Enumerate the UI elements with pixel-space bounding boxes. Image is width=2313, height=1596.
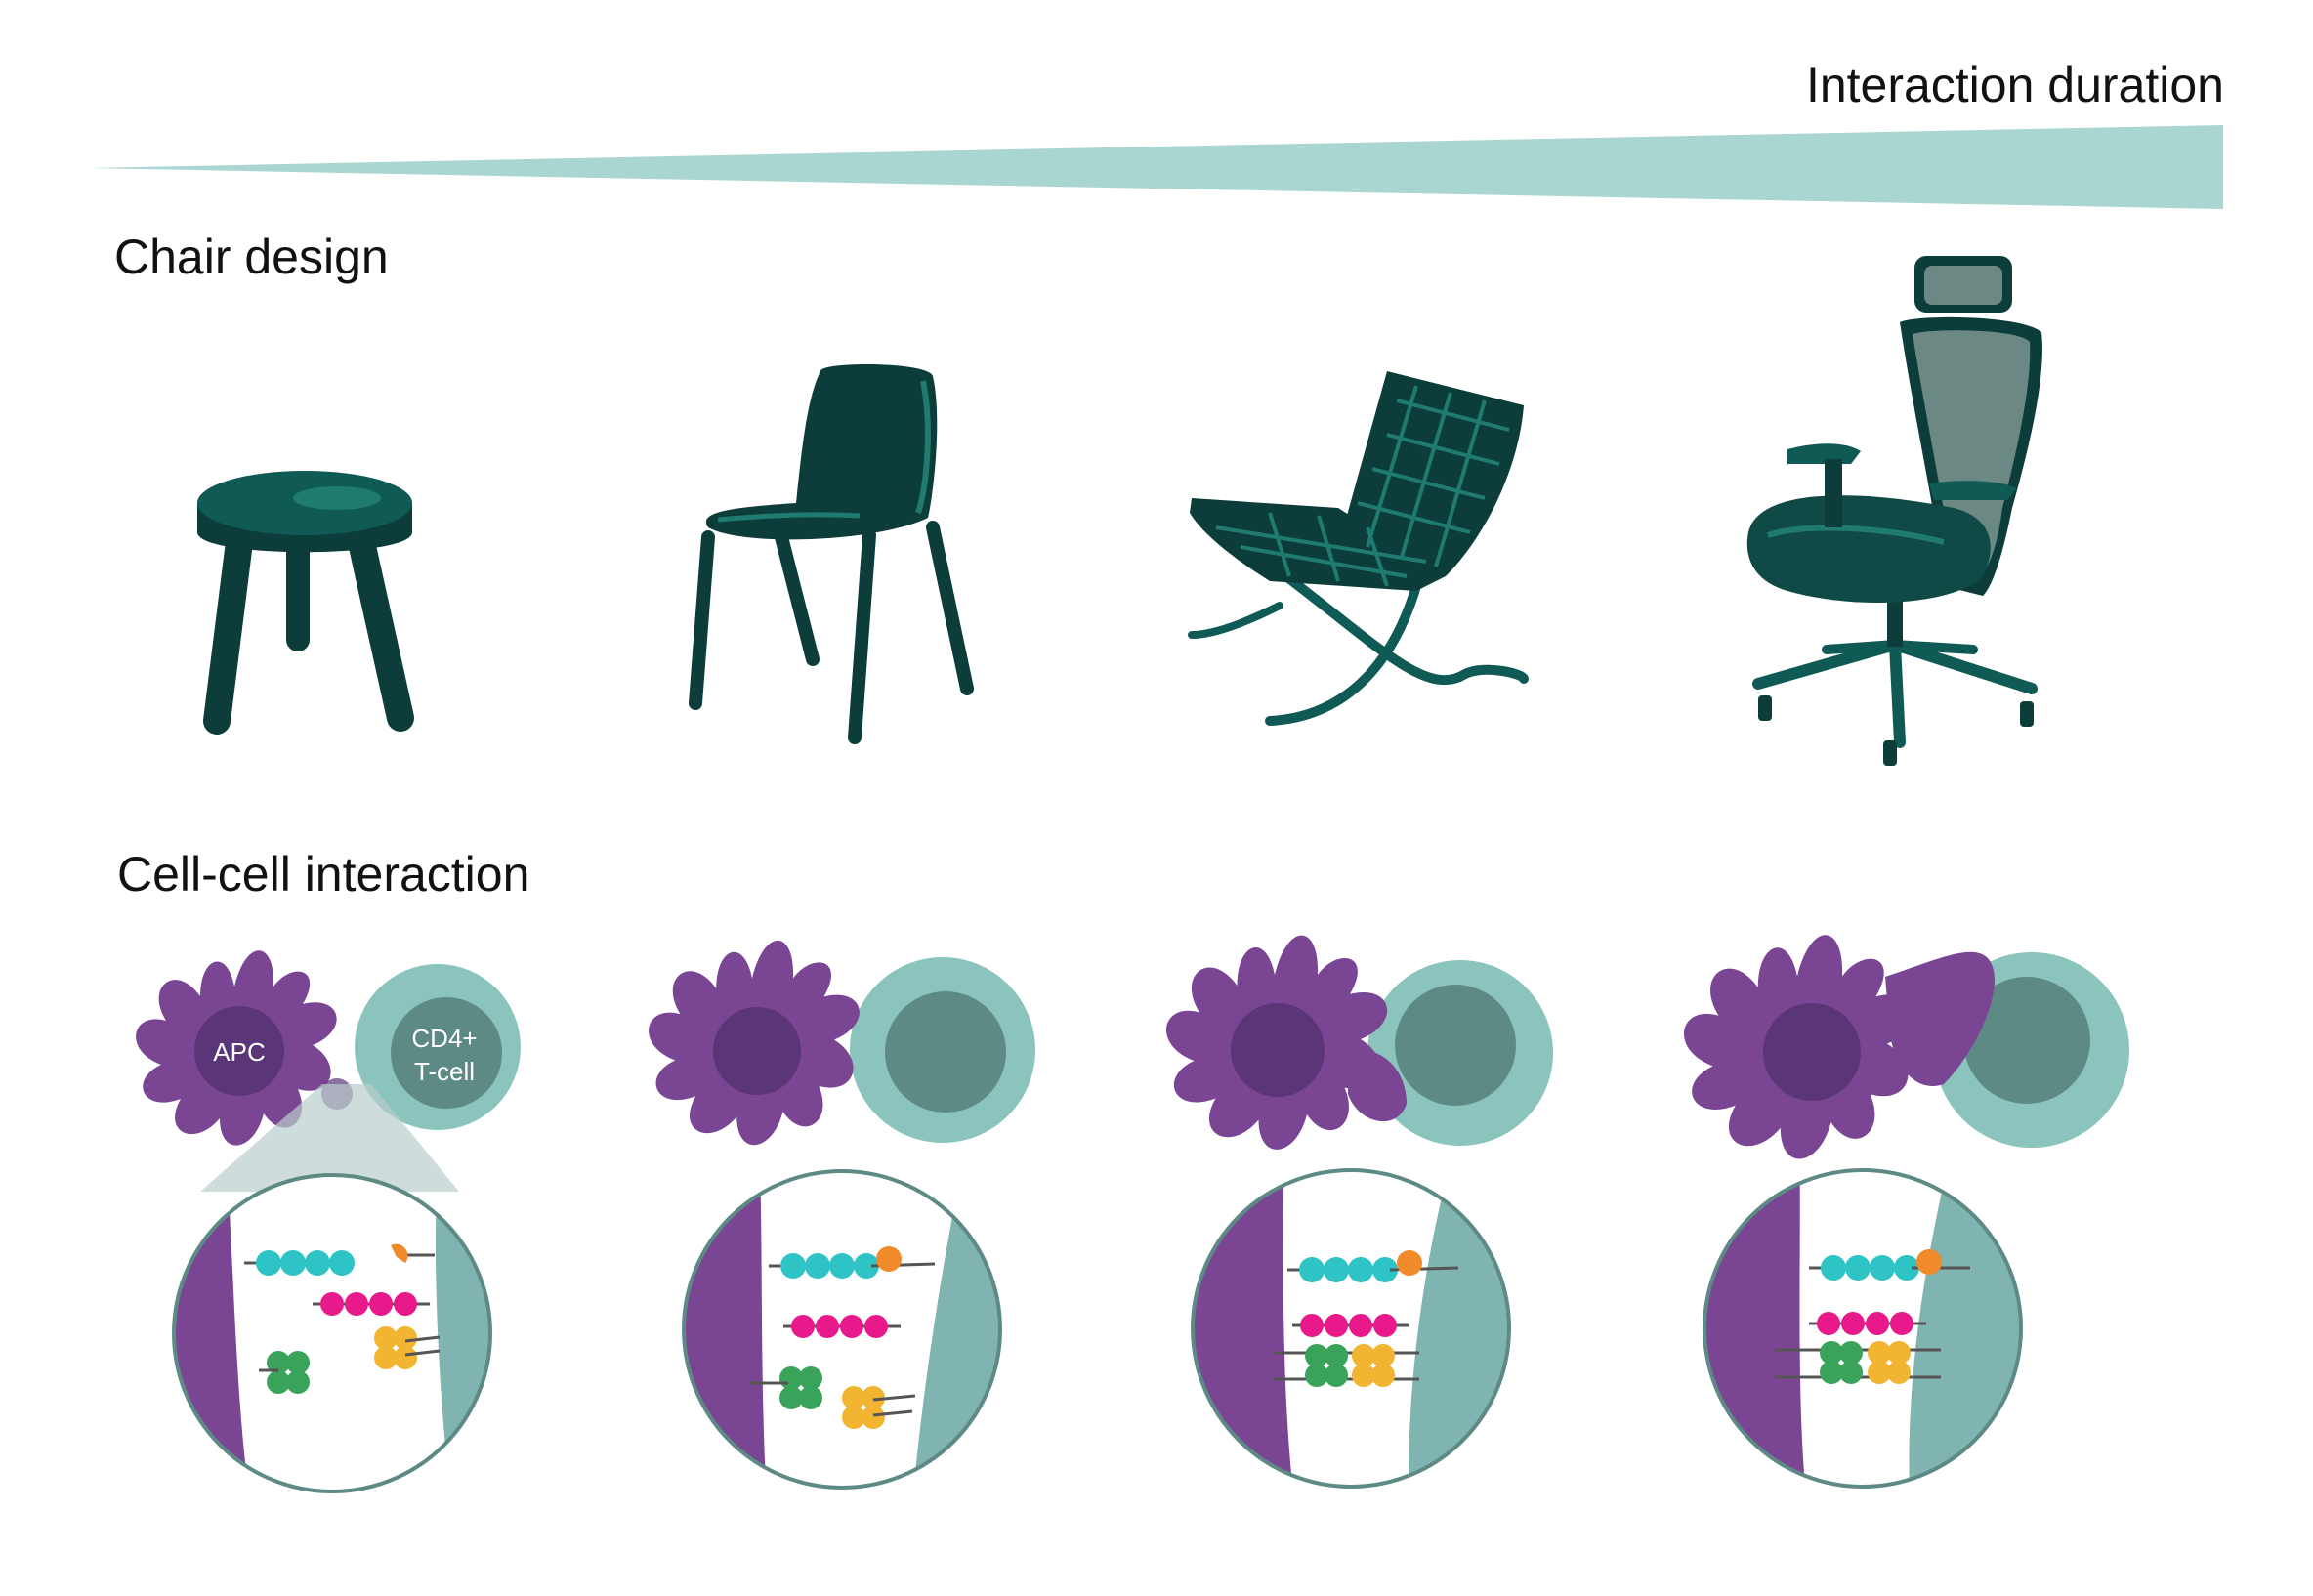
synapse-zoom-3 xyxy=(1156,1133,1546,1524)
synapse-zoom-1 xyxy=(137,1138,527,1529)
cell-pair-2 xyxy=(649,941,1035,1145)
cell-pair-3 xyxy=(1166,936,1553,1150)
stool-icon xyxy=(197,471,412,721)
synapse-zoom-2 xyxy=(647,1134,1037,1525)
tcell-label-line2: T-cell xyxy=(414,1057,475,1086)
cell-pair-4 xyxy=(1684,935,2129,1158)
shell-chair-icon xyxy=(695,364,967,737)
apc-label: APC xyxy=(213,1037,265,1067)
synapse-zoom-4 xyxy=(1667,1133,2058,1524)
office-chair-icon xyxy=(1747,256,2042,766)
tcell-label-line1: CD4+ xyxy=(411,1024,477,1053)
duration-wedge xyxy=(90,125,2223,209)
lounge-chair-icon xyxy=(1190,371,1524,721)
